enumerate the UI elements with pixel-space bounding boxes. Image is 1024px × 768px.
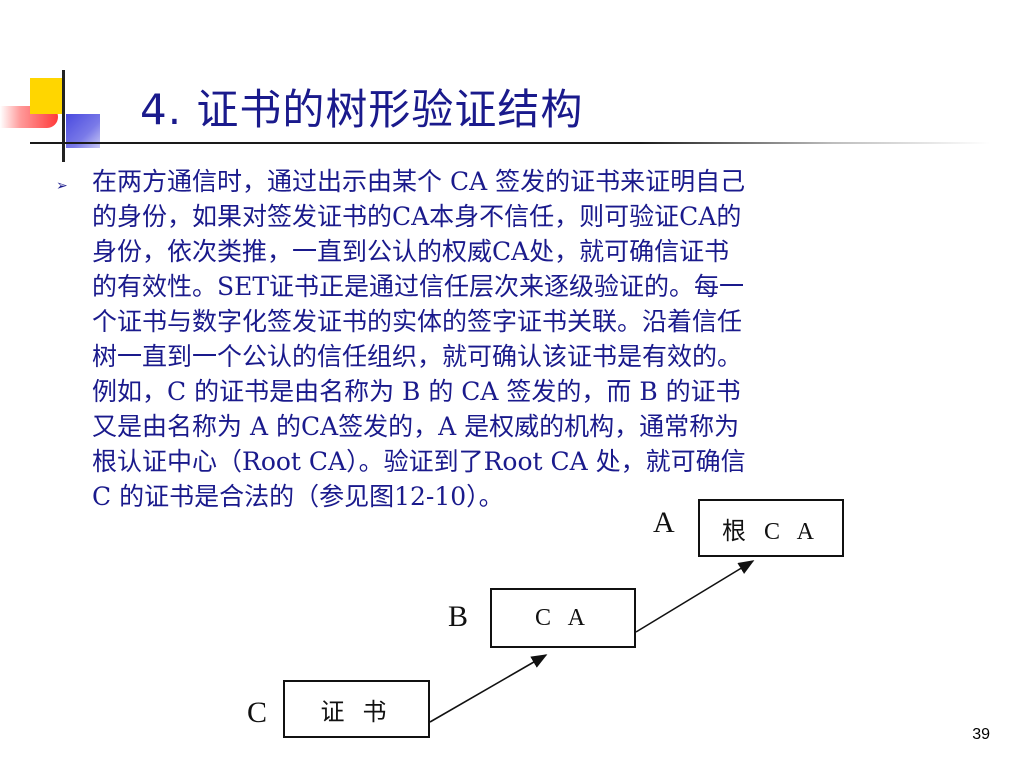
body-line: 在两方通信时，通过出示由某个 CA 签发的证书来证明自己	[92, 167, 746, 196]
body-line: 的有效性。SET证书正是通过信任层次来逐级验证的。每一	[92, 272, 745, 301]
body-line: 根认证中心（Root CA）。验证到了Root CA 处，就可确信	[92, 447, 746, 476]
decor-yellow-square	[30, 78, 64, 114]
arrow-c-to-b	[429, 654, 548, 723]
node-label-b: B	[448, 600, 469, 633]
body-line: 的身份，如果对签发证书的CA本身不信任，则可验证CA的	[92, 202, 742, 231]
body-line: C 的证书是合法的（参见图12-10）。	[92, 482, 504, 511]
node-label-a: A	[653, 506, 675, 539]
body-paragraph: 在两方通信时，通过出示由某个 CA 签发的证书来证明自己 的身份，如果对签发证书…	[92, 164, 992, 514]
title-underline	[30, 142, 640, 144]
root-ca-box: 根 C A	[698, 499, 844, 557]
ca-box: C A	[490, 588, 636, 648]
bullet-arrow-icon: ➢	[56, 178, 68, 194]
body-line: 例如，C 的证书是由名称为 B 的 CA 签发的，而 B 的证书	[92, 377, 741, 406]
page-number: 39	[972, 726, 990, 743]
slide-title: 4. 证书的树形验证结构	[140, 85, 584, 134]
body-line: 身份，依次类推，一直到公认的权威CA处，就可确信证书	[92, 237, 730, 266]
body-line: 个证书与数字化签发证书的实体的签字证书关联。沿着信任	[92, 307, 743, 336]
node-label-c: C	[247, 696, 268, 729]
certificate-box: 证 书	[283, 680, 430, 738]
body-line: 树一直到一个公认的信任组织，就可确认该证书是有效的。	[92, 342, 743, 371]
title-underline-fade	[640, 142, 990, 144]
body-line: 又是由名称为 A 的CA签发的，A 是权威的机构，通常称为	[92, 412, 740, 441]
decor-vertical-line	[62, 70, 65, 162]
arrow-b-to-a	[635, 560, 755, 633]
